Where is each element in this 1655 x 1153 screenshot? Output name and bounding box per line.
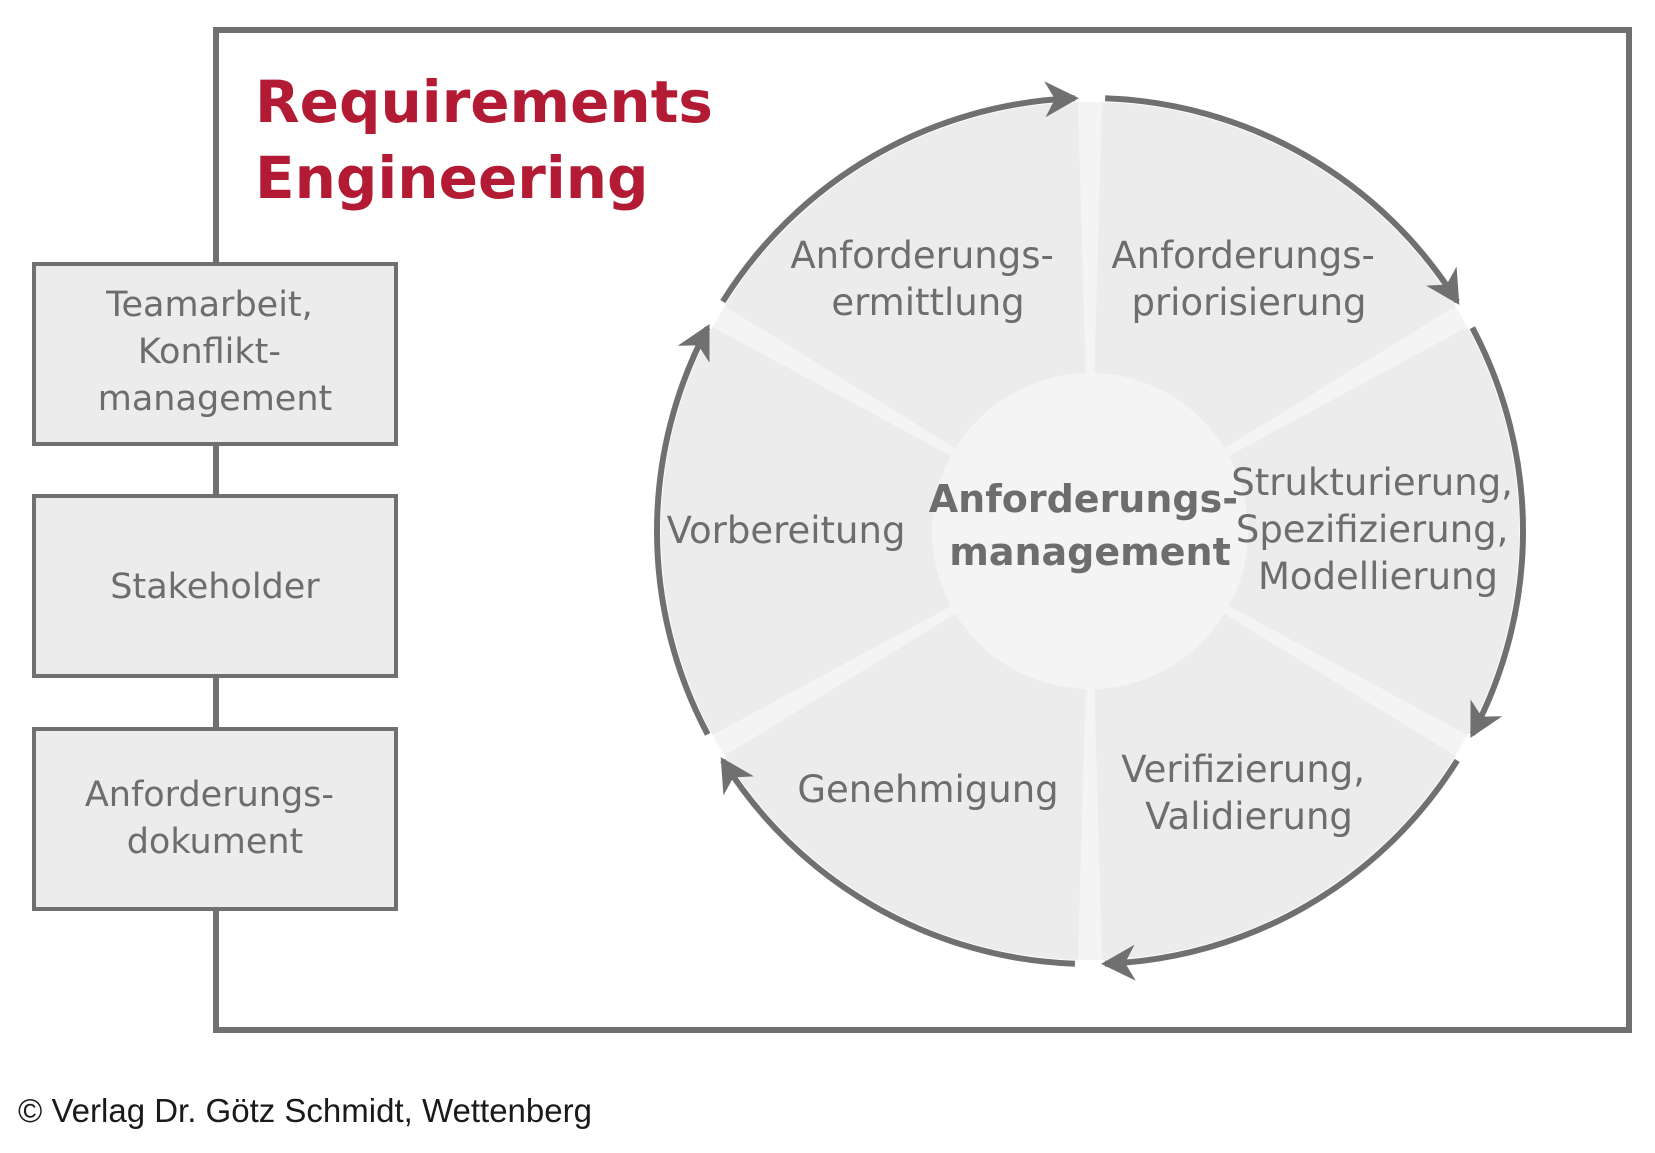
- segment-label-verification: Verifizierung, Validierung: [1121, 748, 1377, 838]
- cycle-arrow-preparation: [654, 324, 711, 736]
- cycle-center-circle: [936, 377, 1244, 685]
- cycle-arrow-elicitation: [720, 81, 1079, 304]
- side-box-document-line-2: dokument: [127, 822, 304, 862]
- segment-label-prioritization: Anforderungs- priorisierung: [1111, 234, 1386, 324]
- side-box-stakeholder-line-1: Stakeholder: [110, 567, 320, 607]
- cycle-segment-structuring: [1228, 326, 1519, 736]
- cycle-segment-prioritization: [1094, 102, 1456, 449]
- side-box-requirements-document: Anforderungs- dokument: [32, 727, 398, 911]
- title-line-1: Requirements: [255, 68, 713, 136]
- cycle-segment-approval: [724, 613, 1086, 960]
- segment-structuring-line-2: Spezifizierung,: [1236, 508, 1509, 551]
- diagram-title: Requirements Engineering: [255, 68, 733, 212]
- side-box-stakeholder-label: Stakeholder: [110, 567, 320, 607]
- segment-verification-line-2: Validierung: [1145, 795, 1353, 838]
- side-box-teamwork-line-3: management: [98, 379, 332, 419]
- segment-label-structuring: Strukturierung, Spezifizierung, Modellie…: [1231, 461, 1524, 598]
- center-label-line-2: management: [949, 530, 1231, 574]
- side-box-teamwork-line-1: Teamarbeit,: [105, 285, 313, 325]
- cycle-segment-preparation: [660, 326, 952, 736]
- segment-label-approval: Genehmigung: [797, 768, 1058, 811]
- side-box-requirements-document-label: Anforderungs- dokument: [85, 775, 345, 862]
- side-box-teamwork-label: Teamarbeit, Konflikt- management: [98, 285, 332, 419]
- side-box-stakeholder: Stakeholder: [32, 494, 398, 678]
- segment-preparation-line-1: Vorbereitung: [667, 509, 906, 552]
- side-box-teamwork-line-2: Konflikt-: [138, 332, 281, 372]
- process-cycle: [654, 81, 1526, 981]
- cycle-segment-elicitation: [724, 102, 1086, 449]
- center-label: Anforderungs- management: [929, 477, 1252, 574]
- cycle-arrow-structuring: [1469, 326, 1526, 738]
- side-box-teamwork: Teamarbeit, Konflikt- management: [32, 262, 398, 446]
- cycle-arrow-verification: [1101, 758, 1460, 981]
- segment-prioritization-line-2: priorisierung: [1131, 281, 1366, 324]
- segment-label-preparation: Vorbereitung: [667, 509, 906, 552]
- segment-prioritization-line-1: Anforderungs-: [1111, 234, 1374, 277]
- segment-structuring-line-1: Strukturierung,: [1231, 461, 1513, 504]
- cycle-arrow-prioritization: [1105, 95, 1460, 305]
- side-box-document-line-1: Anforderungs-: [85, 775, 334, 815]
- segment-approval-line-1: Genehmigung: [797, 768, 1058, 811]
- segment-verification-line-1: Verifizierung,: [1121, 748, 1365, 791]
- segment-structuring-line-3: Modellierung: [1258, 555, 1498, 598]
- segment-elicitation-line-2: ermittlung: [831, 281, 1024, 324]
- cycle-arrow-approval: [720, 757, 1075, 967]
- segment-elicitation-line-1: Anforderungs-: [790, 234, 1053, 277]
- copyright-notice: © Verlag Dr. Götz Schmidt, Wettenberg: [18, 1092, 592, 1129]
- segment-label-elicitation: Anforderungs- ermittlung: [790, 234, 1065, 324]
- center-label-line-1: Anforderungs-: [929, 477, 1238, 521]
- cycle-segment-verification: [1094, 613, 1456, 960]
- title-line-2: Engineering: [255, 144, 649, 212]
